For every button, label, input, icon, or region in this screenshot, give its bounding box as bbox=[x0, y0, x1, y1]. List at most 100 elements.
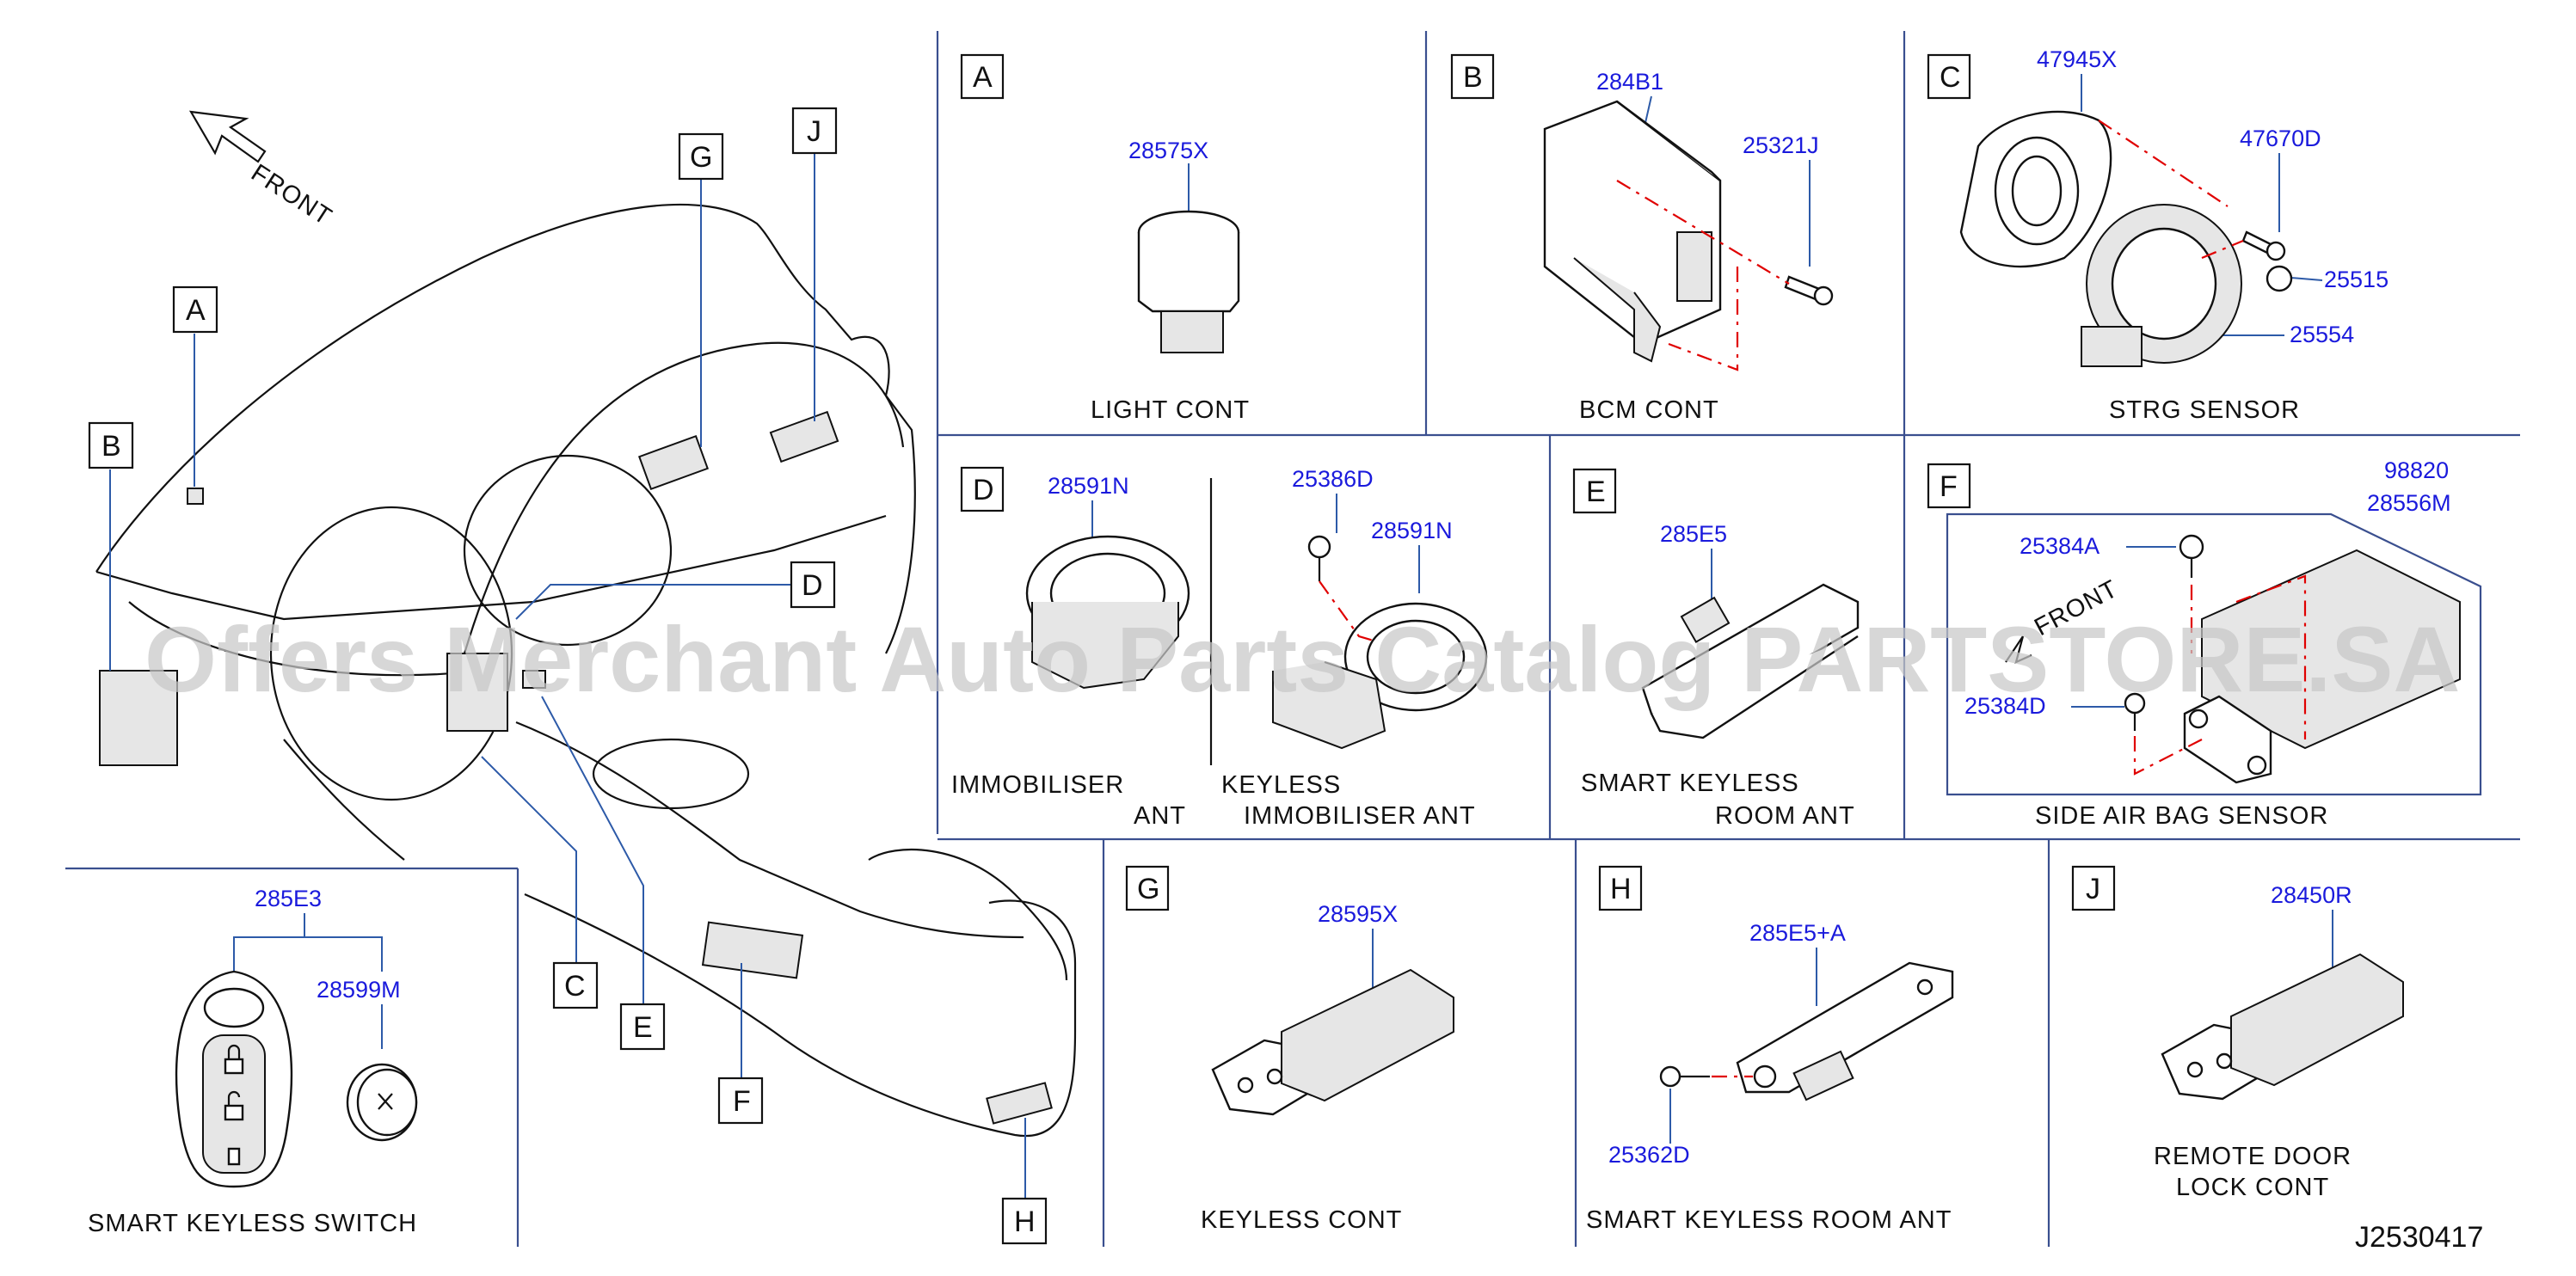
panel-G-caption: KEYLESS CONT bbox=[1201, 1206, 1402, 1234]
front-small-arrow-icon bbox=[2005, 635, 2032, 664]
callout-F: F bbox=[717, 1077, 764, 1125]
callout-B: B bbox=[88, 421, 134, 469]
panel-D-caption-left-2: ANT bbox=[1134, 802, 1186, 830]
callout-C-label: C bbox=[564, 970, 586, 1003]
panel-H: H 285E5+A 25362D SMART KEYLESS ROOM ANT bbox=[1586, 865, 1954, 1234]
side-airbag-sensor-part bbox=[2124, 534, 2461, 784]
overview-bcm bbox=[99, 670, 178, 766]
panel-H-caption: SMART KEYLESS ROOM ANT bbox=[1586, 1206, 1952, 1234]
callout-D-label: D bbox=[802, 569, 823, 602]
callout-C: C bbox=[552, 961, 599, 1009]
panel-D: D 28591N IMMOBILISER ANT 25386D 28591N K… bbox=[951, 466, 1488, 830]
callout-D: D bbox=[790, 561, 836, 609]
part-number-25384D: 25384D bbox=[1964, 693, 2046, 719]
panel-A: A 28575X LIGHT CONT bbox=[960, 53, 1250, 424]
overview-immobiliser bbox=[522, 670, 546, 689]
part-number-285E3: 285E3 bbox=[255, 886, 322, 911]
steering-sensor-part bbox=[1959, 110, 2293, 367]
overview-remote-door-cont bbox=[769, 410, 839, 463]
part-number-28450R: 28450R bbox=[2271, 882, 2352, 908]
callout-A: A bbox=[172, 285, 218, 334]
panel-E: E 285E5 SMART KEYLESS ROOM ANT bbox=[1572, 468, 1860, 830]
smart-keyless-room-ant-part-H bbox=[1659, 961, 1954, 1101]
callout-B-label: B bbox=[101, 430, 121, 463]
panel-J-caption-2: LOCK CONT bbox=[2176, 1174, 2329, 1201]
part-number-98820: 98820 bbox=[2384, 457, 2449, 483]
smart-key-fob bbox=[175, 970, 293, 1188]
callout-G: G bbox=[678, 132, 724, 181]
part-number-47670D: 47670D bbox=[2240, 126, 2321, 151]
panel-H-letter: H bbox=[1610, 873, 1632, 905]
lock-icon bbox=[224, 1044, 244, 1075]
overview-light-cont bbox=[187, 488, 204, 505]
panel-A-caption: LIGHT CONT bbox=[1091, 396, 1250, 424]
unlock-icon bbox=[224, 1090, 244, 1121]
panel-F-letter: F bbox=[1940, 470, 1958, 503]
smart-keyless-room-ant-part-E bbox=[1641, 583, 1860, 739]
panel-D-letter: D bbox=[973, 474, 994, 506]
part-number-25362D: 25362D bbox=[1608, 1142, 1690, 1168]
panel-G-letter: G bbox=[1137, 873, 1159, 905]
overview-front-label: FRONT bbox=[246, 159, 336, 231]
immobiliser-ant-part bbox=[1025, 535, 1190, 690]
callout-J-label: J bbox=[807, 115, 821, 148]
panel-B-letter: B bbox=[1463, 61, 1483, 94]
panel-J-caption-1: REMOTE DOOR bbox=[2154, 1143, 2352, 1170]
panel-J-letter: J bbox=[2086, 873, 2100, 905]
trunk-icon bbox=[227, 1147, 241, 1166]
part-number-28595X: 28595X bbox=[1318, 901, 1398, 927]
overview-keyless-cont bbox=[637, 434, 710, 491]
part-number-25321J: 25321J bbox=[1743, 132, 1819, 158]
part-number-47945X: 47945X bbox=[2037, 46, 2117, 72]
callout-A-label: A bbox=[186, 294, 206, 327]
bcm-part bbox=[1543, 100, 1834, 363]
diagram-code: J2530417 bbox=[2355, 1221, 2483, 1254]
panel-F-caption: SIDE AIR BAG SENSOR bbox=[2035, 802, 2328, 830]
overview-room-ant bbox=[986, 1082, 1053, 1125]
part-number-28575X: 28575X bbox=[1128, 138, 1208, 163]
part-number-25515: 25515 bbox=[2324, 267, 2388, 292]
remote-door-lock-cont-part bbox=[2161, 953, 2404, 1101]
panel-smart-key: 285E3 28599M SMART KEYLES bbox=[88, 886, 418, 1237]
panel-E-letter: E bbox=[1586, 475, 1606, 508]
part-number-28591N-right: 28591N bbox=[1371, 518, 1453, 543]
panel-B-caption: BCM CONT bbox=[1579, 396, 1719, 424]
panel-D-caption-right-1: KEYLESS bbox=[1221, 771, 1341, 799]
panel-F: F 98820 28556M 25384A 25384D FRONT SIDE … bbox=[1927, 457, 2482, 830]
panel-C: C 47945X 47670D 25515 25554 STRG SENSOR bbox=[1927, 46, 2388, 424]
front-arrow-icon bbox=[188, 110, 267, 163]
part-number-284B1: 284B1 bbox=[1596, 69, 1663, 95]
callout-E: E bbox=[619, 1003, 666, 1051]
overview-steering-sensor bbox=[446, 653, 508, 732]
callout-E-label: E bbox=[633, 1011, 653, 1044]
part-number-25384A: 25384A bbox=[2020, 533, 2100, 559]
panel-frame-lines bbox=[65, 31, 2520, 1247]
callout-J: J bbox=[791, 107, 838, 155]
part-number-25554: 25554 bbox=[2290, 322, 2354, 347]
callout-F-label: F bbox=[733, 1085, 751, 1118]
part-number-285E5+A: 285E5+A bbox=[1749, 920, 1846, 946]
panel-D-caption-left-1: IMMOBILISER bbox=[951, 771, 1124, 799]
panel-J: J 28450R REMOTE DOOR LOCK CONT bbox=[2071, 865, 2404, 1201]
overview-airbag-sensor bbox=[701, 921, 804, 979]
part-number-28599M: 28599M bbox=[317, 977, 401, 1003]
part-number-25386D: 25386D bbox=[1292, 466, 1374, 492]
watermark: Offers Merchant Auto Parts Catalog PARTS… bbox=[144, 607, 2460, 711]
callout-H-label: H bbox=[1014, 1205, 1036, 1238]
part-number-28556M: 28556M bbox=[2367, 490, 2451, 516]
panel-A-letter: A bbox=[973, 61, 993, 94]
callout-G-label: G bbox=[690, 141, 712, 174]
callout-H: H bbox=[1001, 1197, 1048, 1245]
keyless-immobiliser-ant-part bbox=[1272, 535, 1488, 750]
panel-C-letter: C bbox=[1940, 61, 1961, 94]
panel-D-caption-right-2: IMMOBILISER ANT bbox=[1244, 802, 1476, 830]
coin-battery bbox=[346, 1063, 418, 1142]
panel-C-caption: STRG SENSOR bbox=[2109, 396, 2300, 424]
keyless-cont-part bbox=[1211, 968, 1454, 1116]
part-number-28591N-left: 28591N bbox=[1048, 473, 1129, 499]
part-number-285E5: 285E5 bbox=[1660, 521, 1727, 547]
light-cont-part bbox=[1137, 210, 1240, 353]
panel-B: B 284B1 25321J BCM CONT bbox=[1450, 53, 1834, 424]
panel-E-caption-2: ROOM ANT bbox=[1715, 802, 1855, 830]
